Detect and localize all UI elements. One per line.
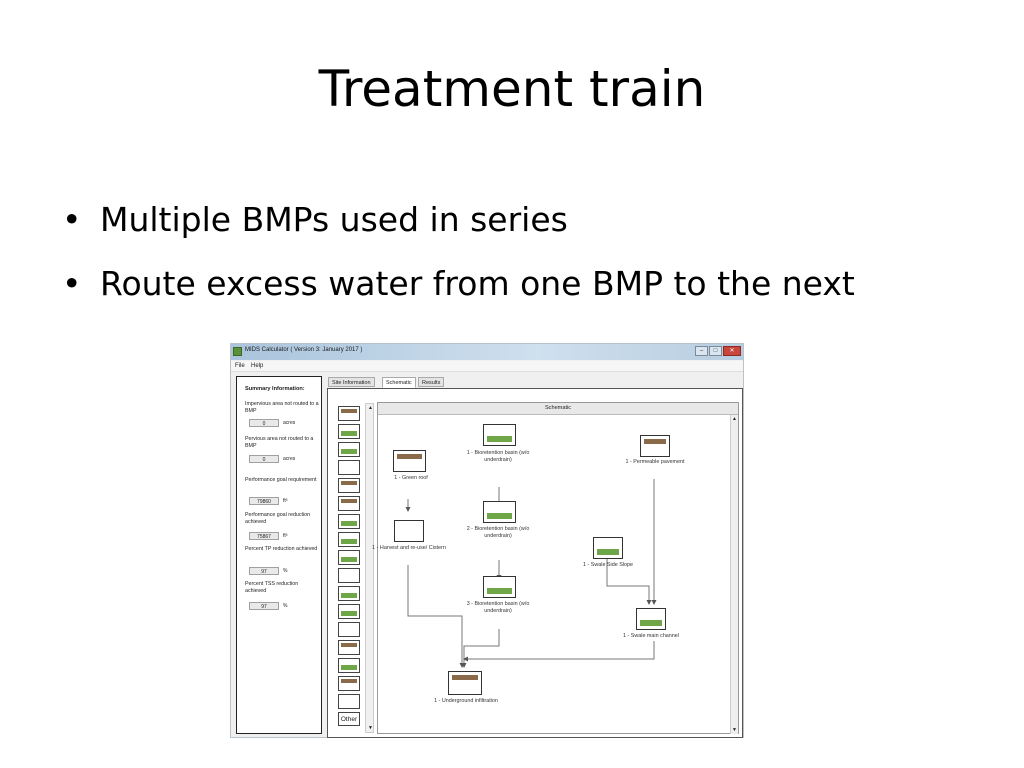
close-button[interactable]: ✕ xyxy=(723,346,741,356)
summary-panel: Summary Information: Impervious area not… xyxy=(236,376,322,734)
pervious-value: 0 xyxy=(249,455,279,463)
node-harvest-cistern[interactable] xyxy=(394,520,424,542)
palette-green-roof[interactable] xyxy=(338,406,360,421)
node-bioretention-2-label: 2 - Bioretention basin (w/o underdrain) xyxy=(466,526,530,539)
bullet-item: Multiple BMPs used in series xyxy=(62,188,855,252)
palette-bioretention[interactable] xyxy=(338,424,360,439)
scroll-down-icon[interactable]: ▼ xyxy=(368,725,373,731)
node-permeable-label: 1 - Permeable pavement xyxy=(625,459,685,465)
bmp-palette: Other xyxy=(337,402,363,732)
palette-bioretention-underdrain[interactable] xyxy=(338,442,360,457)
palette-other[interactable]: Other xyxy=(338,712,360,726)
schematic-tab-panel: Other ▲ ▼ Schematic ▲ ▼ xyxy=(327,388,743,738)
palette-tree-trench[interactable] xyxy=(338,514,360,529)
tss-unit: % xyxy=(283,603,288,609)
pervious-label: Pervious area not routed to a BMP xyxy=(245,436,314,449)
goal-requirement-value: 79860 xyxy=(249,497,279,505)
tp-label: Percent TP reduction achieved xyxy=(245,546,318,552)
node-bioretention-2[interactable] xyxy=(483,501,516,523)
palette-permeable-pavement[interactable] xyxy=(338,496,360,511)
palette-filter-strip[interactable] xyxy=(338,586,360,601)
tp-value: 97 xyxy=(249,567,279,575)
palette-infiltration[interactable] xyxy=(338,460,360,475)
goal-requirement-label: Performance goal requirement xyxy=(245,477,317,483)
impervious-label: Impervious area not routed to a BMP xyxy=(245,401,319,414)
palette-cistern[interactable] xyxy=(338,622,360,637)
node-underground-infiltration[interactable] xyxy=(448,671,482,695)
node-swale-main-channel[interactable] xyxy=(636,608,666,630)
tab-site-information[interactable]: Site Information xyxy=(328,377,375,387)
goal-achieved-label: Performance goal reduction achieved xyxy=(245,512,311,525)
tab-schematic[interactable]: Schematic xyxy=(382,377,416,388)
menu-bar: File Help xyxy=(231,361,743,372)
impervious-value: 0 xyxy=(249,419,279,427)
flow-arrows xyxy=(405,479,657,668)
palette-infiltration-basin[interactable] xyxy=(338,478,360,493)
canvas-scrollbar[interactable]: ▲ ▼ xyxy=(730,415,738,734)
schematic-header: Schematic xyxy=(378,403,738,415)
node-swale-main-label: 1 - Swale main channel xyxy=(622,633,680,639)
goal-achieved-unit: ft³ xyxy=(283,533,288,539)
scroll-up-icon[interactable]: ▲ xyxy=(732,416,737,422)
palette-wetland[interactable] xyxy=(338,694,360,709)
app-window-screenshot: MIDS Calculator ( Version 3: January 201… xyxy=(230,343,744,738)
slide-title: Treatment train xyxy=(318,60,706,118)
scroll-down-icon[interactable]: ▼ xyxy=(732,727,737,733)
tp-unit: % xyxy=(283,568,288,574)
palette-swale-side-slope[interactable] xyxy=(338,550,360,565)
maximize-button[interactable]: □ xyxy=(709,346,722,356)
impervious-unit: acres xyxy=(283,420,296,426)
tab-results[interactable]: Results xyxy=(418,377,445,387)
scroll-up-icon[interactable]: ▲ xyxy=(368,405,373,411)
node-swale-side-slope[interactable] xyxy=(593,537,623,559)
palette-swale-channel[interactable] xyxy=(338,568,360,583)
palette-wet-pond[interactable] xyxy=(338,604,360,619)
palette-tree[interactable] xyxy=(338,532,360,547)
window-titlebar: MIDS Calculator ( Version 3: January 201… xyxy=(231,344,743,360)
node-green-roof-label: 1 - Green roof xyxy=(394,475,428,481)
tss-label: Percent TSS reduction achieved xyxy=(245,581,299,594)
minimize-button[interactable]: – xyxy=(695,346,708,356)
app-icon xyxy=(233,347,242,356)
palette-sand-filter[interactable] xyxy=(338,640,360,655)
node-green-roof[interactable] xyxy=(393,450,426,472)
window-title: MIDS Calculator ( Version 3: January 201… xyxy=(245,347,363,353)
node-bioretention-3[interactable] xyxy=(483,576,516,598)
node-bioretention-3-label: 3 - Bioretention basin (w/o underdrain) xyxy=(466,601,530,614)
node-permeable-pavement[interactable] xyxy=(640,435,670,457)
menu-file[interactable]: File xyxy=(235,363,245,369)
menu-help[interactable]: Help xyxy=(251,363,264,369)
node-harvest-label: 1 - Harvest and re-use/ Cistern xyxy=(372,545,446,551)
pervious-unit: acres xyxy=(283,456,296,462)
summary-title: Summary Information: xyxy=(245,386,305,392)
node-swale-side-label: 1 - Swale Side Slope xyxy=(582,562,634,568)
palette-underground-infiltration[interactable] xyxy=(338,676,360,691)
goal-achieved-value: 75867 xyxy=(249,532,279,540)
tss-value: 97 xyxy=(249,602,279,610)
node-bioretention-1[interactable] xyxy=(483,424,516,446)
bullet-list: Multiple BMPs used in series Route exces… xyxy=(62,188,855,316)
node-underground-label: 1 - Underground infiltration xyxy=(434,698,498,704)
bullet-item: Route excess water from one BMP to the n… xyxy=(62,252,855,316)
goal-requirement-unit: ft³ xyxy=(283,498,288,504)
palette-scrollbar[interactable]: ▲ ▼ xyxy=(365,403,374,733)
node-bioretention-1-label: 1 - Bioretention basin (w/o underdrain) xyxy=(466,450,530,463)
palette-vegetated-filter[interactable] xyxy=(338,658,360,673)
schematic-canvas[interactable]: Schematic ▲ ▼ xyxy=(372,402,739,734)
